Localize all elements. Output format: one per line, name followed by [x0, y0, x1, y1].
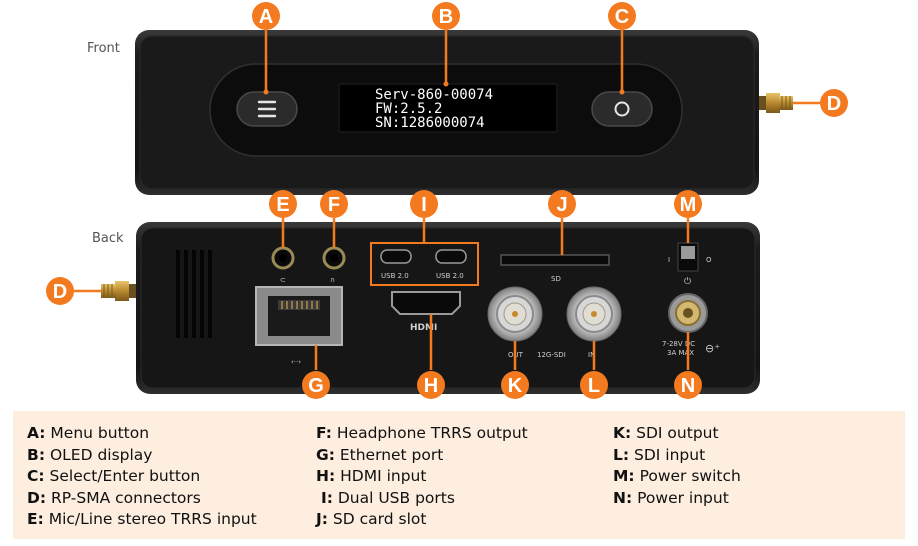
usb-port-right	[435, 249, 467, 264]
callout-g: G	[302, 371, 330, 399]
device-illustration: Serv-860-00074 FW:2.5.2 SN:1286000074	[46, 2, 848, 399]
switch-off-tag: I	[668, 256, 670, 264]
legend-item-d: D: RP-SMA connectors	[27, 488, 201, 507]
legend-item-n: N: Power input	[613, 488, 729, 507]
legend-item-b: B: OLED display	[27, 445, 153, 464]
menu-icon	[257, 100, 277, 118]
sdi-output-connector	[487, 286, 543, 342]
switch-on-tag: O	[706, 256, 712, 264]
legend-item-i: I: Dual USB ports	[320, 488, 455, 507]
oled-line-2: FW:2.5.2	[375, 101, 442, 117]
legend-item-g: G: Ethernet port	[316, 445, 444, 464]
callout-f: F	[320, 190, 348, 218]
callout-d-back: D	[46, 277, 74, 305]
svg-text:F: F	[328, 194, 340, 216]
svg-text:D: D	[827, 93, 841, 115]
power-spec-line-1: 7-28V DC	[662, 340, 695, 348]
callout-e: E	[269, 190, 297, 218]
svg-text:B: B	[439, 6, 453, 28]
svg-text:G: G	[308, 375, 324, 397]
callout-b: B	[432, 2, 460, 30]
front-panel: Serv-860-00074 FW:2.5.2 SN:1286000074	[135, 30, 793, 195]
select-button[interactable]	[591, 91, 653, 127]
callout-i: I	[410, 190, 438, 218]
svg-text:C: C	[615, 6, 629, 28]
hdmi-port	[391, 291, 461, 315]
legend-item-m: M: Power switch	[613, 467, 741, 486]
legend-item-k: K: SDI output	[613, 424, 719, 442]
legend-item-h: H: HDMI input	[316, 467, 427, 486]
in-tag: IN	[588, 351, 595, 359]
legend-item-e: E: Mic/Line stereo TRRS input	[27, 510, 257, 529]
legend-column-1: A: Menu button B: OLED display C: Select…	[27, 423, 257, 531]
usb-right-tag: USB 2.0	[436, 272, 464, 280]
callout-m: M	[674, 190, 702, 218]
callout-l: L	[580, 371, 608, 399]
oled-line-3: SN:1286000074	[375, 115, 485, 131]
legend-column-2: F: Headphone TRRS output G: Ethernet por…	[316, 423, 528, 531]
vent-grille	[176, 250, 212, 338]
svg-text:J: J	[556, 194, 567, 216]
svg-text:N: N	[681, 375, 695, 397]
callout-c: C	[608, 2, 636, 30]
callout-a: A	[252, 2, 280, 30]
back-label: Back	[92, 231, 124, 246]
hdmi-tag: HDMI	[410, 323, 437, 333]
select-circle-icon	[614, 101, 630, 117]
sdi-tag: 12G-SDI	[537, 351, 566, 359]
network-arrow-icon: ‹··›	[291, 358, 301, 366]
leader-lines	[74, 29, 820, 370]
svg-text:K: K	[508, 375, 523, 397]
legend-item-j: J: SD card slot	[316, 510, 427, 529]
callout-n: N	[674, 371, 702, 399]
legend-column-3: K: SDI output L: SDI input M: Power swit…	[613, 423, 741, 509]
mic-icon: ⊂	[280, 276, 286, 284]
usb-port-left	[380, 249, 412, 264]
back-antenna-connector	[101, 281, 136, 301]
callout-d-front: D	[820, 89, 848, 117]
headphone-icon: ∩	[330, 276, 335, 284]
device-diagram: Front Back	[46, 2, 848, 399]
svg-text:A: A	[259, 6, 273, 28]
sd-tag: SD	[551, 275, 561, 283]
power-icon: ⏻	[684, 276, 691, 287]
svg-text:I: I	[421, 194, 427, 216]
svg-text:L: L	[588, 375, 600, 397]
power-spec-line-2: 3A MAX	[667, 349, 694, 357]
legend-panel: A: Menu button B: OLED display C: Select…	[13, 411, 905, 539]
usb-left-tag: USB 2.0	[381, 272, 409, 280]
sdi-input-connector	[566, 286, 622, 342]
front-antenna-connector	[759, 93, 793, 113]
sd-slot	[500, 254, 610, 266]
back-panel: ⊂ ∩ ‹··› USB 2.0 USB	[101, 222, 760, 394]
svg-text:D: D	[53, 281, 67, 303]
svg-text:M: M	[680, 194, 697, 216]
svg-text:E: E	[276, 194, 289, 216]
svg-text:H: H	[424, 375, 438, 397]
legend-item-f: F: Headphone TRRS output	[316, 424, 528, 442]
legend-item-c: C: Select/Enter button	[27, 467, 201, 486]
power-input-connector	[668, 293, 708, 333]
polarity-icon: ⊖⁺	[705, 342, 720, 355]
oled-display	[338, 83, 558, 133]
callout-h: H	[417, 371, 445, 399]
front-label: Front	[87, 41, 120, 56]
callout-k: K	[501, 371, 529, 399]
legend-item-l: L: SDI input	[613, 445, 706, 464]
legend-item-a: A: Menu button	[27, 424, 150, 442]
callout-j: J	[548, 190, 576, 218]
oled-line-1: Serv-860-00074	[375, 87, 493, 103]
